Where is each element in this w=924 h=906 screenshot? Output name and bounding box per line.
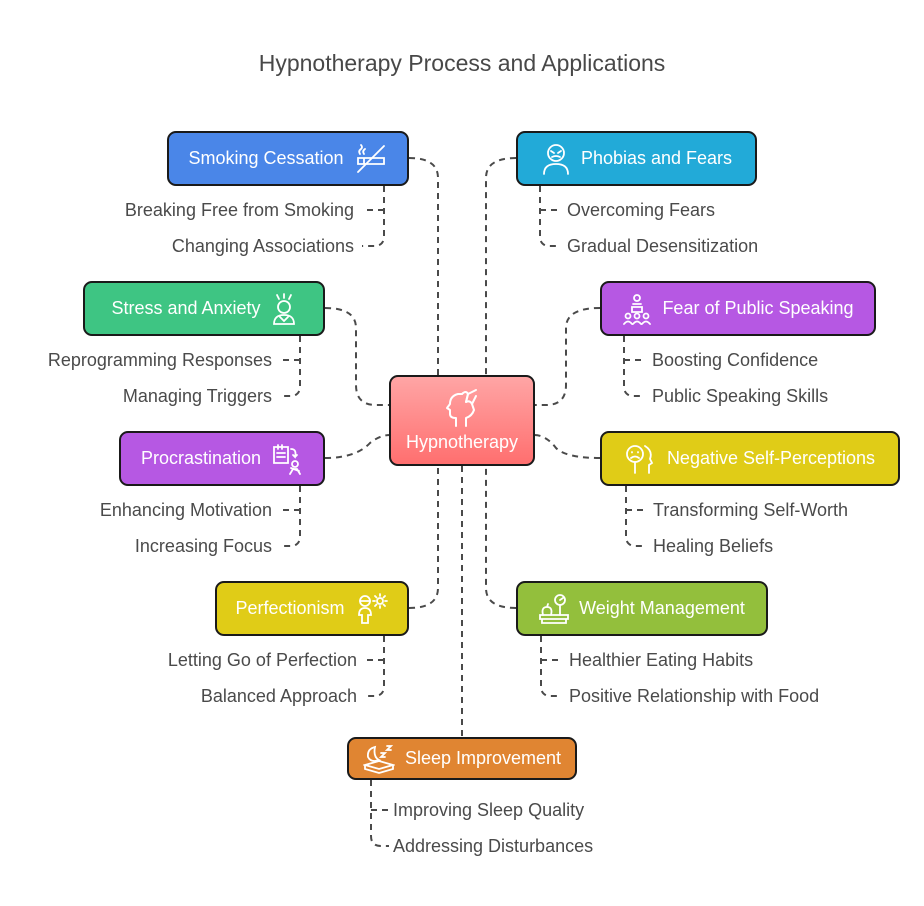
scale-apple-icon <box>539 593 570 624</box>
sub-item: Healing Beliefs <box>653 536 774 556</box>
sub-item: Transforming Self-Worth <box>653 500 849 520</box>
bracket-sleep <box>370 780 389 847</box>
sub-item: Managing Triggers <box>122 386 272 406</box>
bracket-stress <box>280 336 301 397</box>
sub-item: Breaking Free from Smoking <box>124 200 354 220</box>
connector-public-speaking <box>534 307 601 406</box>
connector-perfectionism <box>408 466 439 609</box>
bracket-perfectionism <box>364 636 385 697</box>
node-label: Perfectionism <box>235 598 345 618</box>
connector-procrastination <box>324 434 391 459</box>
sub-item: Positive Relationship with Food <box>569 686 820 706</box>
connector-weight <box>485 466 517 609</box>
bracket-procrastination <box>280 486 301 547</box>
node-smoking-cessation[interactable]: Smoking Cessation <box>167 131 409 186</box>
sleep-bed-icon <box>362 744 395 774</box>
node-stress-and-anxiety[interactable]: Stress and Anxiety <box>83 281 325 336</box>
no-smoking-icon <box>356 143 385 173</box>
node-label: Stress and Anxiety <box>111 298 261 318</box>
node-label: Negative Self-Perceptions <box>666 448 876 468</box>
sub-item: Addressing Disturbances <box>393 836 594 856</box>
sad-head-icon <box>626 444 654 474</box>
center-label: Hypnotherapy <box>405 432 519 452</box>
sub-item: Public Speaking Skills <box>652 386 829 406</box>
node-perfectionism[interactable]: Perfectionism <box>215 581 409 636</box>
sub-item: Healthier Eating Habits <box>569 650 754 670</box>
diagram-title: Hypnotherapy Process and Applications <box>258 50 666 76</box>
connector-stress <box>324 307 390 406</box>
center-node-hypnotherapy[interactable]: Hypnotherapy <box>389 375 535 466</box>
node-fear-of-public-speaking[interactable]: Fear of Public Speaking <box>600 281 876 336</box>
node-label: Smoking Cessation <box>188 148 344 168</box>
node-procrastination[interactable]: Procrastination <box>119 431 325 486</box>
sub-item: Enhancing Motivation <box>99 500 272 520</box>
sub-item: Gradual Desensitization <box>567 236 759 256</box>
bracket-public <box>623 336 644 397</box>
node-negative-self-perceptions[interactable]: Negative Self-Perceptions <box>600 431 900 486</box>
node-label: Phobias and Fears <box>580 148 733 168</box>
connector-negative <box>533 434 601 459</box>
sub-item: Overcoming Fears <box>567 200 716 220</box>
sub-item: Improving Sleep Quality <box>393 800 585 820</box>
node-sleep-improvement[interactable]: Sleep Improvement <box>347 737 577 780</box>
sub-item: Reprogramming Responses <box>47 350 272 370</box>
connector-smoking <box>408 157 439 376</box>
node-label: Weight Management <box>579 598 745 618</box>
bracket-negative <box>625 486 646 547</box>
node-label: Sleep Improvement <box>404 748 562 768</box>
stressed-person-icon <box>272 292 295 325</box>
bracket-weight <box>540 636 561 697</box>
person-gear-icon <box>357 592 388 624</box>
sub-item: Changing Associations <box>171 236 354 256</box>
speaker-audience-icon <box>623 293 652 325</box>
fearful-person-icon <box>543 143 569 175</box>
sub-item: Letting Go of Perfection <box>167 650 357 670</box>
bracket-phobias <box>539 186 560 247</box>
node-weight-management[interactable]: Weight Management <box>516 581 768 636</box>
connector-phobias <box>485 157 517 376</box>
node-label: Fear of Public Speaking <box>662 298 854 318</box>
sub-item: Boosting Confidence <box>652 350 819 370</box>
node-label: Procrastination <box>140 448 262 468</box>
sub-item: Balanced Approach <box>200 686 357 706</box>
checklist-person-icon <box>273 443 301 475</box>
node-phobias-and-fears[interactable]: Phobias and Fears <box>516 131 757 186</box>
head-hand-icon <box>446 389 477 427</box>
bracket-smoking <box>362 186 385 247</box>
sub-item: Increasing Focus <box>134 536 272 556</box>
